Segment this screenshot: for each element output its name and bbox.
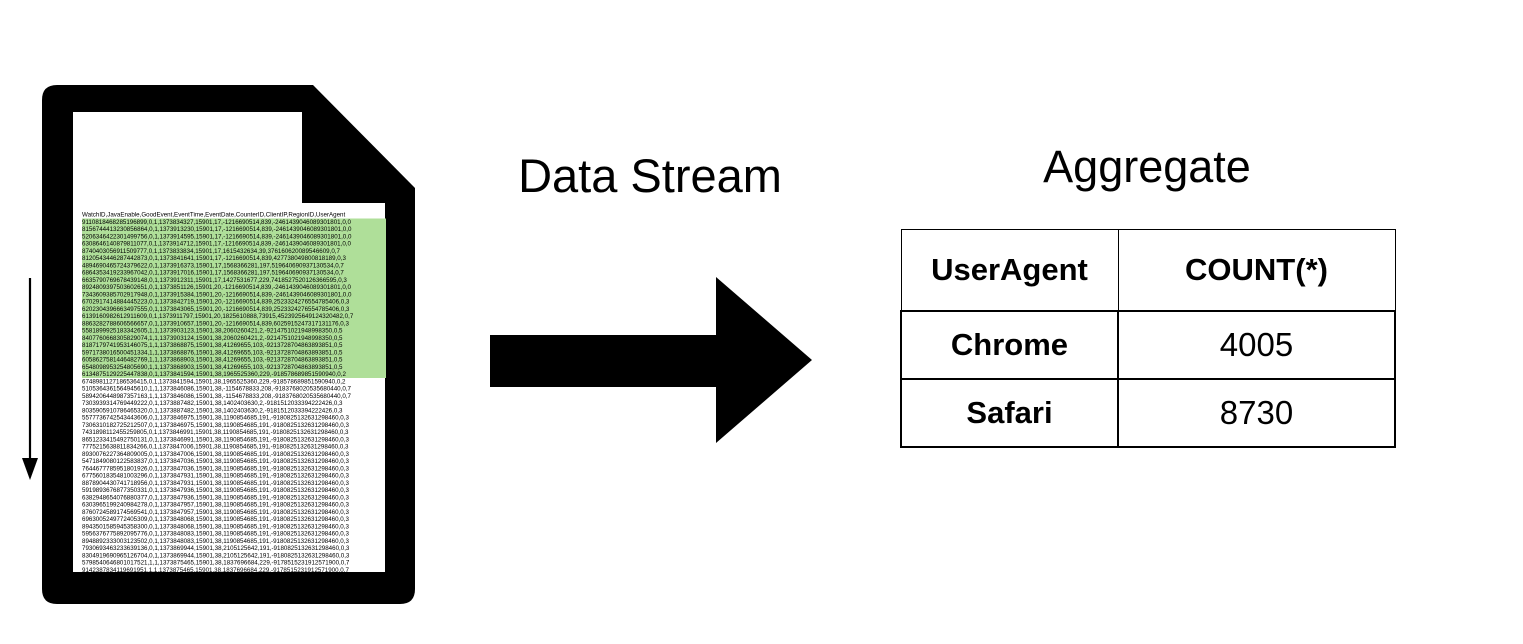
csv-row-highlighted: 8407760668305829074,1,1,1373903124,15901… (82, 334, 386, 342)
csv-row-highlighted: 7343609385702917948,0,1,1373915384,15901… (82, 290, 386, 298)
csv-row: 5798540646801017521,1,1,1373875465,15901… (82, 559, 350, 566)
csv-row: 5956376775892095776,0,1,1373848083,15901… (82, 530, 349, 537)
useragent-cell: Chrome (900, 310, 1119, 380)
csv-row: 8760724589174569541,0,1,1373847957,15901… (82, 508, 349, 516)
count-cell: 8730 (1117, 378, 1396, 448)
csv-row: 6963005249772405309,0,1,1373848068,15901… (82, 515, 349, 523)
csv-row: 7930693463233639136,0,1,1373869944,15901… (82, 544, 350, 552)
csv-row-highlighted: 8924809397503602651,0,1,1373851126,15901… (82, 283, 386, 291)
csv-row: 7306310182725212507,0,1,1373846975,15901… (82, 421, 349, 429)
csv-row: 6303965199240984278,0,1,1373847957,15901… (82, 501, 349, 508)
csv-row-highlighted: 5206346422301499756,0,1,1373914595,15901… (82, 232, 386, 240)
csv-row: 6775601835481003296,0,1,1373847931,15901… (82, 472, 349, 479)
csv-row: 8651233415492750131,0,1,1373846991,15901… (82, 435, 349, 443)
csv-row-highlighted: 9110818468285196899,0,1,1373834327,15901… (82, 218, 386, 226)
column-header-count: COUNT(*) (1117, 229, 1396, 312)
csv-row: 7644677785951801926,0,1,1373847036,15901… (82, 464, 349, 472)
column-header-useragent: UserAgent (900, 229, 1119, 312)
csv-row: 8304919690965126704,0,1,1373869944,15901… (82, 551, 350, 559)
count-cell: 4005 (1117, 310, 1396, 380)
csv-row-highlighted: 6635790769678439148,0,1,1373912311,15901… (82, 276, 386, 284)
csv-row-highlighted: 8120543446287442873,0,1,1373841641,15901… (82, 254, 386, 262)
csv-rows: 9110818468285196899,0,1,1373834327,15901… (82, 218, 386, 573)
csv-row-highlighted: 5971738016500451334,1,1,1373868876,15901… (82, 348, 386, 356)
csv-row-highlighted: 6308646140879811077,0,1,1373914712,15901… (82, 240, 386, 248)
csv-row: 8930076227364809005,0,1,1373847006,15901… (82, 450, 349, 458)
csv-row-highlighted: 6702917414884445223,0,1,1373842719,15901… (82, 298, 386, 306)
csv-row: 7775215638811834266,0,1,1373847006,15901… (82, 443, 349, 450)
csv-row-highlighted: 8156744413230856864,0,1,1373913230,15901… (82, 225, 386, 233)
csv-row: 5894206448987357163,1,1,1373846086,15901… (82, 392, 351, 400)
csv-row: 7431898112455259805,0,1,1373846991,15901… (82, 428, 349, 436)
down-arrow-icon (18, 274, 44, 482)
csv-row-highlighted: 6058627581446482769,1,1,1373868903,15901… (82, 356, 386, 364)
csv-row-highlighted: 8740403056911509777,0,1,1373833834,15901… (82, 247, 386, 255)
csv-row: 8035905910786465320,0,1,1373887482,15901… (82, 406, 343, 414)
csv-header-row: WatchID,JavaEnable,GoodEvent,EventTime,E… (82, 211, 346, 218)
csv-row: 5105364361564945610,1,1,1373846086,15901… (82, 385, 351, 392)
aggregate-table-header-row: UserAgent COUNT(*) (900, 229, 1396, 312)
csv-row-highlighted: 8187179741953146075,1,1,1373868875,15901… (82, 341, 386, 349)
csv-row: 6748981127186536415,0,1,1373841594,15901… (82, 377, 346, 385)
csv-row-highlighted: 8863282788606566657,0,1,1373910657,15901… (82, 319, 386, 327)
csv-row-highlighted: 4894690465724379622,0,1,1373916373,15901… (82, 261, 386, 269)
csv-row: 5919893676877350331,0,1,1373847936,15901… (82, 486, 349, 494)
csv-row-highlighted: 6864353419233967042,0,1,1373917016,15901… (82, 269, 386, 277)
csv-row: 8943501585945358300,0,1,1373848068,15901… (82, 522, 349, 530)
csv-row: 5471849080122583837,0,1,1373847036,15901… (82, 457, 349, 465)
csv-file-icon: hits.csv WatchID,JavaEnable,GoodEvent,Ev… (42, 85, 415, 604)
csv-row-highlighted: 6548098953254805690,1,1,1373868903,15901… (82, 363, 386, 371)
csv-row-highlighted: 6134875129225447838,0,1,1373841594,15901… (82, 370, 386, 378)
csv-text: WatchID,JavaEnable,GoodEvent,EventTime,E… (82, 211, 386, 574)
csv-row: 9142387834119691951,1,1,1373875465,15901… (82, 566, 349, 574)
csv-row: 5577736742543443606,0,1,1373846975,15901… (82, 414, 349, 421)
right-arrow-icon (490, 277, 812, 443)
csv-row: 7303939314769449222,0,1,1373887482,15901… (82, 399, 343, 407)
useragent-cell: Safari (900, 378, 1119, 448)
csv-row-highlighted: 6139160982612911609,0,1,1373911797,15901… (82, 312, 386, 320)
csv-row: 6382948654076880377,0,1,1373847936,15901… (82, 493, 349, 501)
csv-row: 8878904430741718956,0,1,1373847931,15901… (82, 479, 349, 487)
aggregate-title: Aggregate (1043, 141, 1251, 192)
data-stream-label: Data Stream (518, 149, 782, 202)
csv-row: 8948892333003123502,0,1,1373848083,15901… (82, 537, 349, 545)
csv-row-highlighted: 5581899925183342605,1,1,1373903123,15901… (82, 327, 386, 335)
csv-row-highlighted: 6202304396663497555,0,1,1373843065,15901… (82, 305, 386, 313)
csv-preview: WatchID,JavaEnable,GoodEvent,EventTime,E… (82, 211, 386, 577)
